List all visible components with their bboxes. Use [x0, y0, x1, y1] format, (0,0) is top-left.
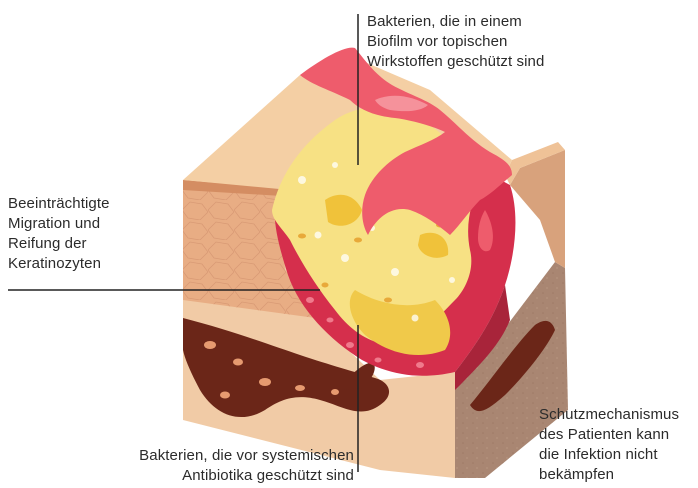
- bacterium: [354, 238, 362, 243]
- label-systemic-antibiotics: Bakterien, die vor systemischen Antibiot…: [139, 446, 354, 486]
- biofilm-bubble: [412, 315, 419, 322]
- tissue-bacterium: [416, 362, 424, 368]
- bacterium: [322, 283, 329, 288]
- label-line: Keratinozyten: [8, 254, 110, 274]
- vessel-cell: [233, 359, 243, 366]
- label-line: des Patienten kann: [539, 425, 679, 445]
- label-line: Bakterien, die vor systemischen: [139, 446, 354, 466]
- biofilm-bubble: [315, 232, 322, 239]
- biofilm-bubble: [298, 176, 306, 184]
- label-line: Migration und: [8, 214, 110, 234]
- bacterium: [384, 298, 392, 303]
- bacterium: [298, 234, 306, 239]
- tissue-bacterium: [375, 358, 382, 363]
- label-line: Schutzmechanismus: [539, 405, 679, 425]
- label-line: Reifung der: [8, 234, 110, 254]
- label-line: Wirkstoffen geschützt sind: [367, 52, 544, 72]
- label-line: Bakterien, die in einem: [367, 12, 544, 32]
- biofilm-bubble: [449, 277, 455, 283]
- tissue-bacterium: [327, 318, 334, 323]
- vessel-cell: [259, 378, 271, 386]
- biofilm-bubble: [341, 254, 349, 262]
- label-keratinocyte-migration: Beeinträchtigte Migration und Reifung de…: [8, 194, 110, 274]
- vessel-cell: [204, 341, 216, 349]
- vessel-cell: [220, 392, 230, 399]
- label-line: Beeinträchtigte: [8, 194, 110, 214]
- tissue-bacterium: [306, 297, 314, 303]
- label-line: Biofilm vor topischen: [367, 32, 544, 52]
- label-biofilm-topical-protection: Bakterien, die in einem Biofilm vor topi…: [367, 12, 544, 72]
- biofilm-bubble: [332, 162, 338, 168]
- label-line: bekämpfen: [539, 465, 679, 485]
- vessel-cell: [331, 389, 339, 395]
- biofilm-bubble: [391, 268, 399, 276]
- vessel-cell: [295, 385, 305, 391]
- label-line: die Infektion nicht: [539, 445, 679, 465]
- label-host-defense: Schutzmechanismus des Patienten kann die…: [539, 405, 679, 485]
- tissue-bacterium: [346, 342, 354, 348]
- label-line: Antibiotika geschützt sind: [139, 466, 354, 486]
